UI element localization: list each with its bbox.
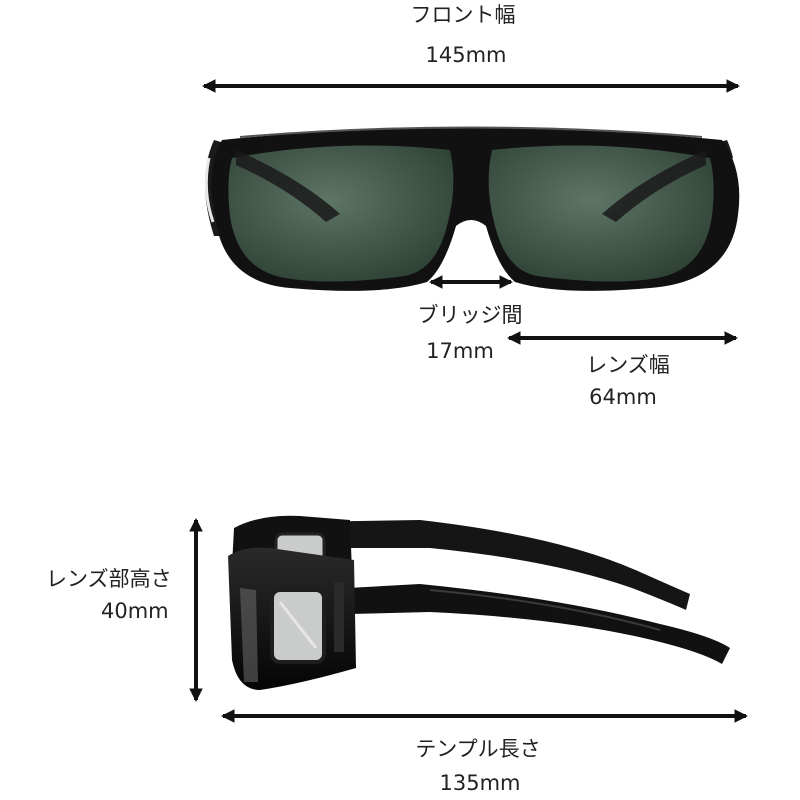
near-temple bbox=[348, 584, 730, 664]
bridge-width-label: ブリッジ間 bbox=[417, 303, 523, 327]
glasses-front-view bbox=[204, 126, 740, 291]
front-width-value: 145mm bbox=[425, 43, 507, 67]
front-width-label: フロント幅 bbox=[410, 3, 516, 27]
lens-height-label: レンズ部高さ bbox=[46, 567, 172, 591]
temple-length-value: 135mm bbox=[439, 771, 521, 795]
bridge-width-value: 17mm bbox=[426, 339, 494, 363]
lens-width-value: 64mm bbox=[589, 385, 657, 409]
far-temple bbox=[300, 520, 690, 610]
lens-width-label: レンズ幅 bbox=[586, 353, 670, 377]
lens-height-value: 40mm bbox=[101, 599, 169, 623]
temple-length-label: テンプル長さ bbox=[415, 737, 541, 761]
glasses-side-view bbox=[228, 515, 730, 690]
